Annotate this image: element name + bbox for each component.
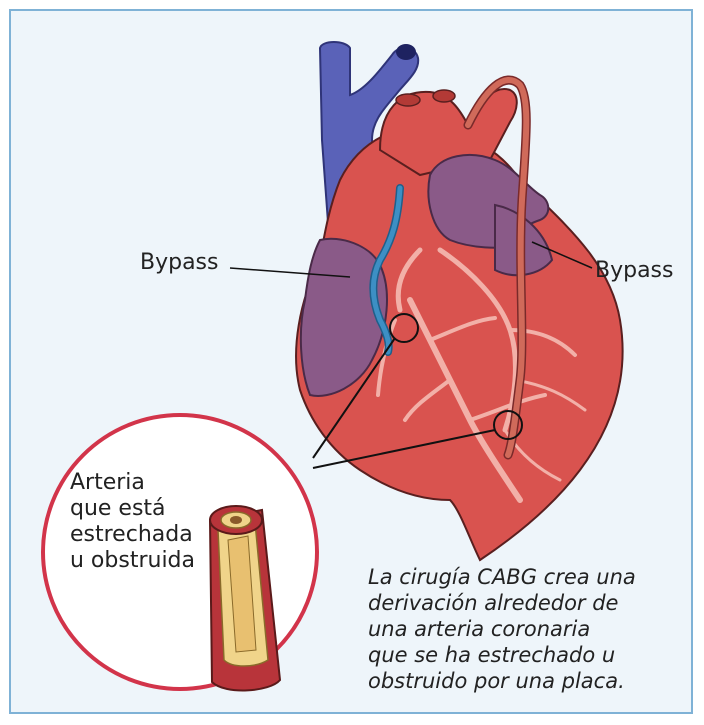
artery-label-line: estrechada [70, 522, 195, 548]
artery-label-line: que está [70, 496, 195, 522]
caption-line: derivación alrededor de [368, 590, 688, 616]
artery-label: Arteria que está estrechada u obstruida [70, 470, 195, 574]
caption-line: La cirugía CABG crea una [368, 564, 688, 590]
artery-label-line: u obstruida [70, 548, 195, 574]
artery-label-line: Arteria [70, 470, 195, 496]
caption-line: que se ha estrechado u [368, 642, 688, 668]
bypass-label-left: Bypass [140, 250, 218, 276]
caption-line: obstruido por una placa. [368, 668, 688, 694]
figure-caption: La cirugía CABG crea una derivación alre… [368, 564, 688, 694]
bypass-label-right: Bypass [595, 258, 673, 284]
caption-line: una arteria coronaria [368, 616, 688, 642]
